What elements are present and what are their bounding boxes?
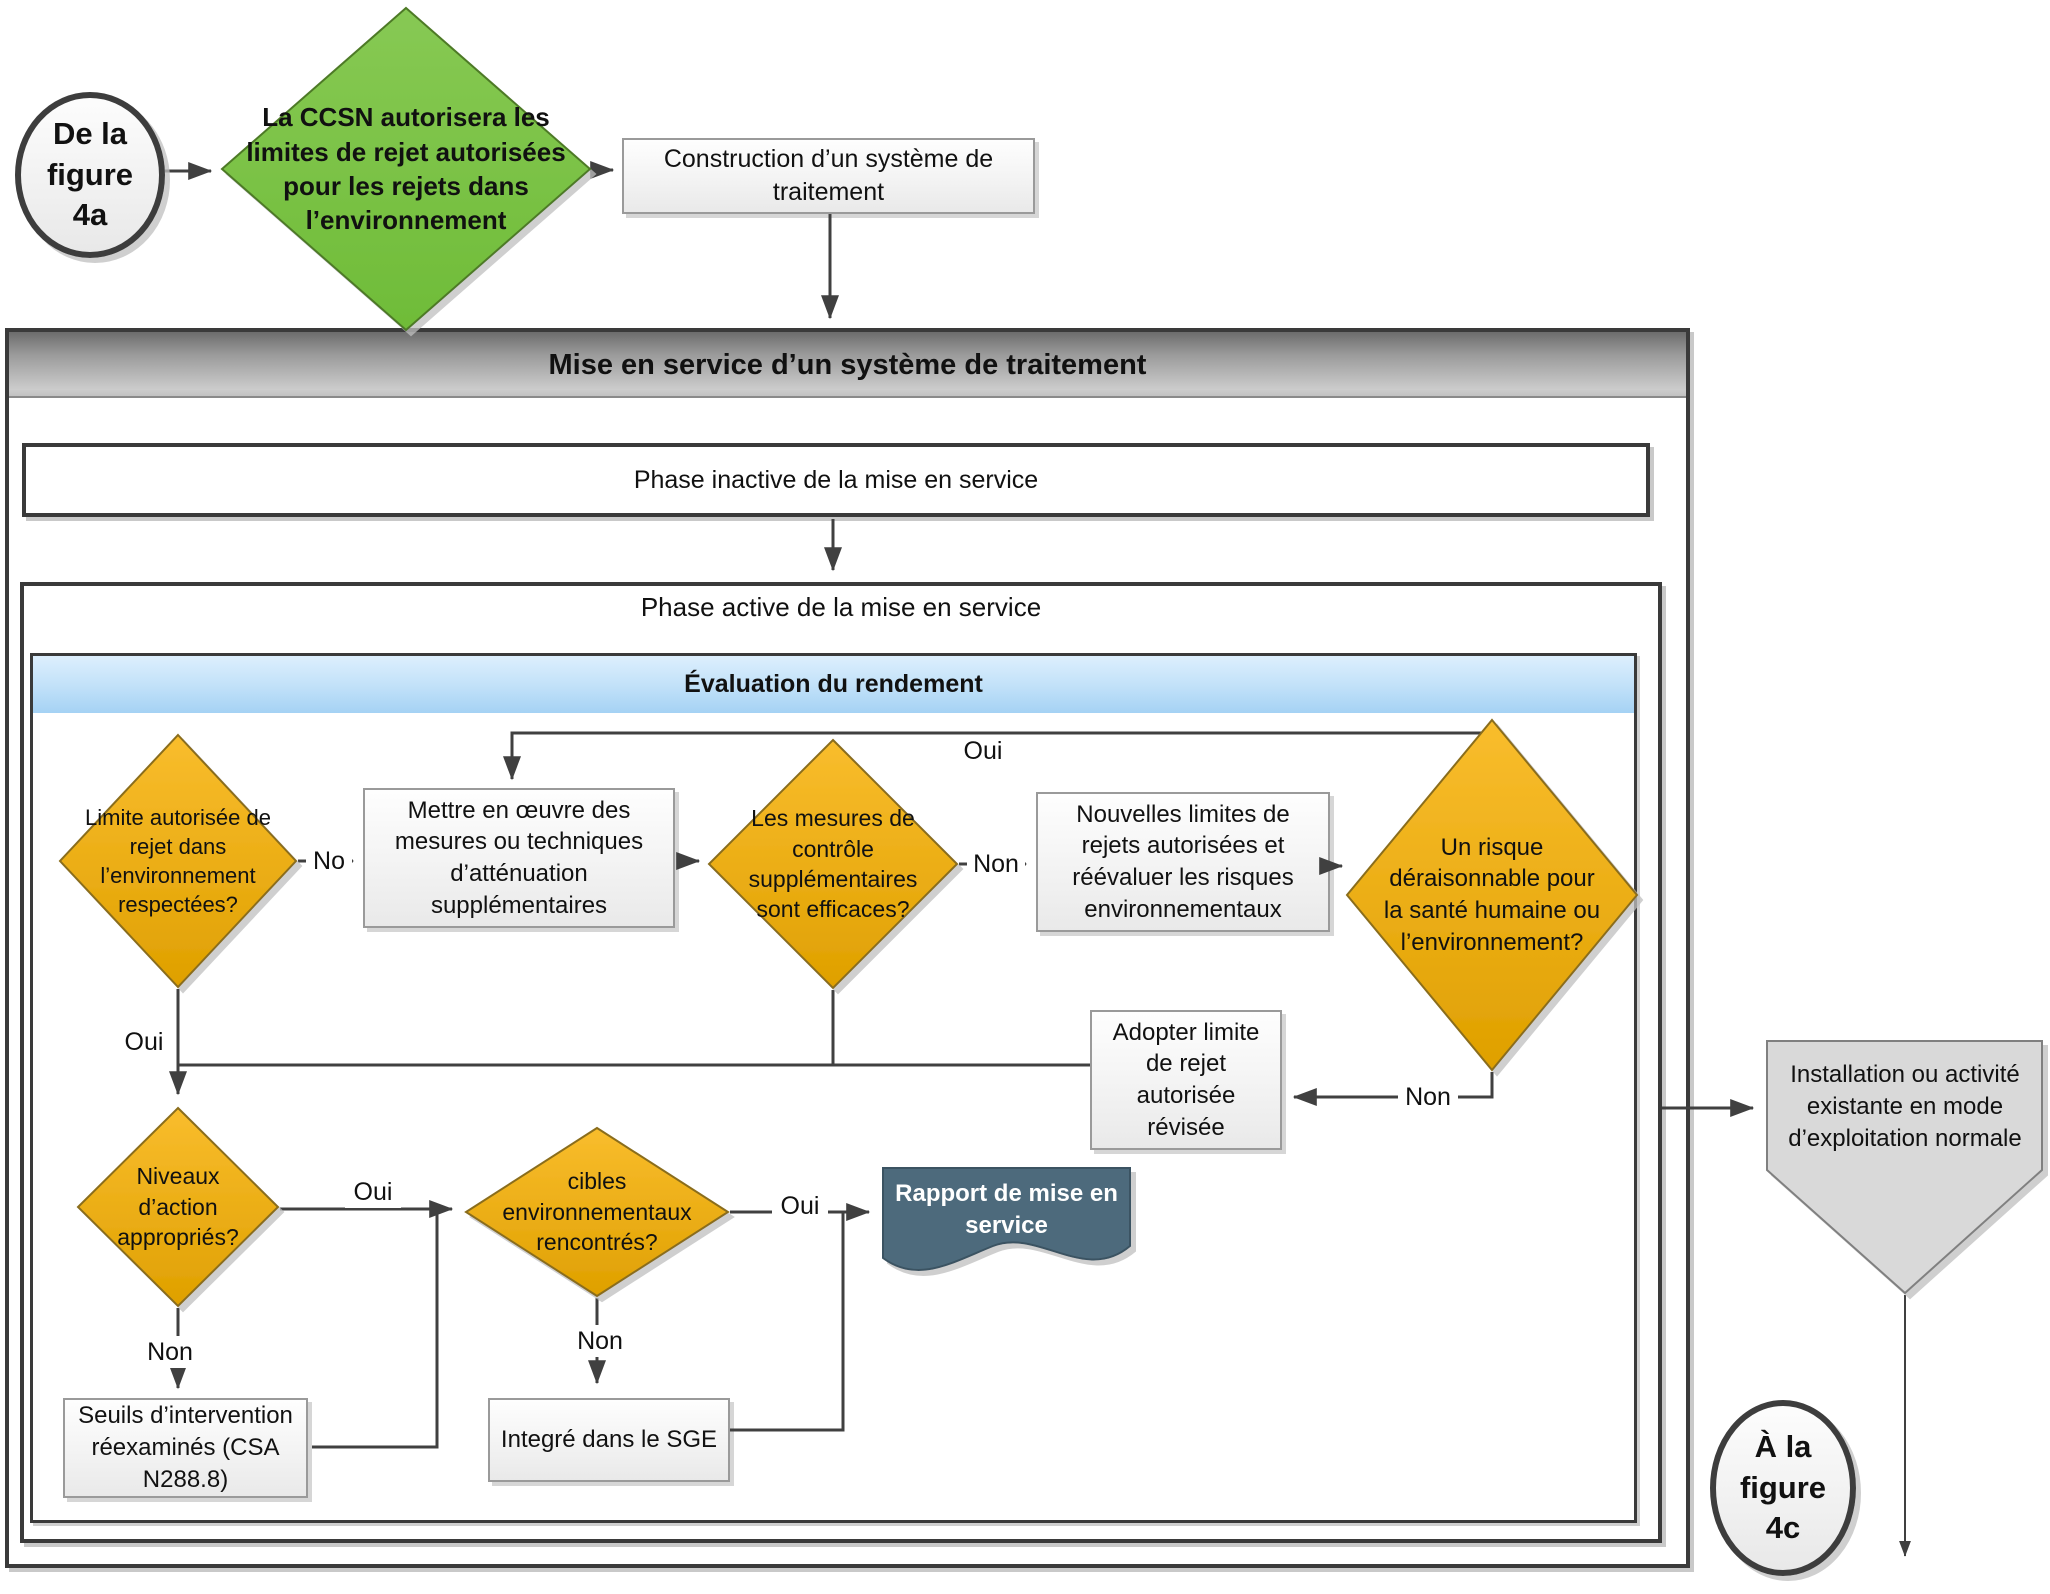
seuils-box: [63, 1398, 308, 1498]
integre-box: [488, 1398, 730, 1482]
start-circle-label: De la figure 4a: [46, 115, 134, 233]
ccsn-diamond-shape: [220, 6, 592, 332]
phase-inactive-box: [22, 443, 1650, 517]
installation-pentagon-label: Installation ou activité existante en mo…: [1788, 1061, 2022, 1152]
end-circle-shape: [1710, 1400, 1856, 1576]
evaluation-container: [30, 653, 1637, 1523]
installation-pentagon-shape: [1766, 1040, 2043, 1295]
mettre-box: [363, 788, 675, 928]
start-circle-shape: [15, 92, 165, 258]
ccsn-diamond-label: La CCSN autorisera les limites de rejet …: [246, 102, 566, 236]
nouvelles-box: [1036, 792, 1330, 932]
construction-box: [622, 138, 1035, 214]
adopter-box: [1090, 1010, 1282, 1150]
end-circle-label: À la figure 4c: [1739, 1428, 1827, 1546]
main-container-header: [9, 332, 1686, 398]
evaluation-header-bar: [33, 656, 1634, 713]
